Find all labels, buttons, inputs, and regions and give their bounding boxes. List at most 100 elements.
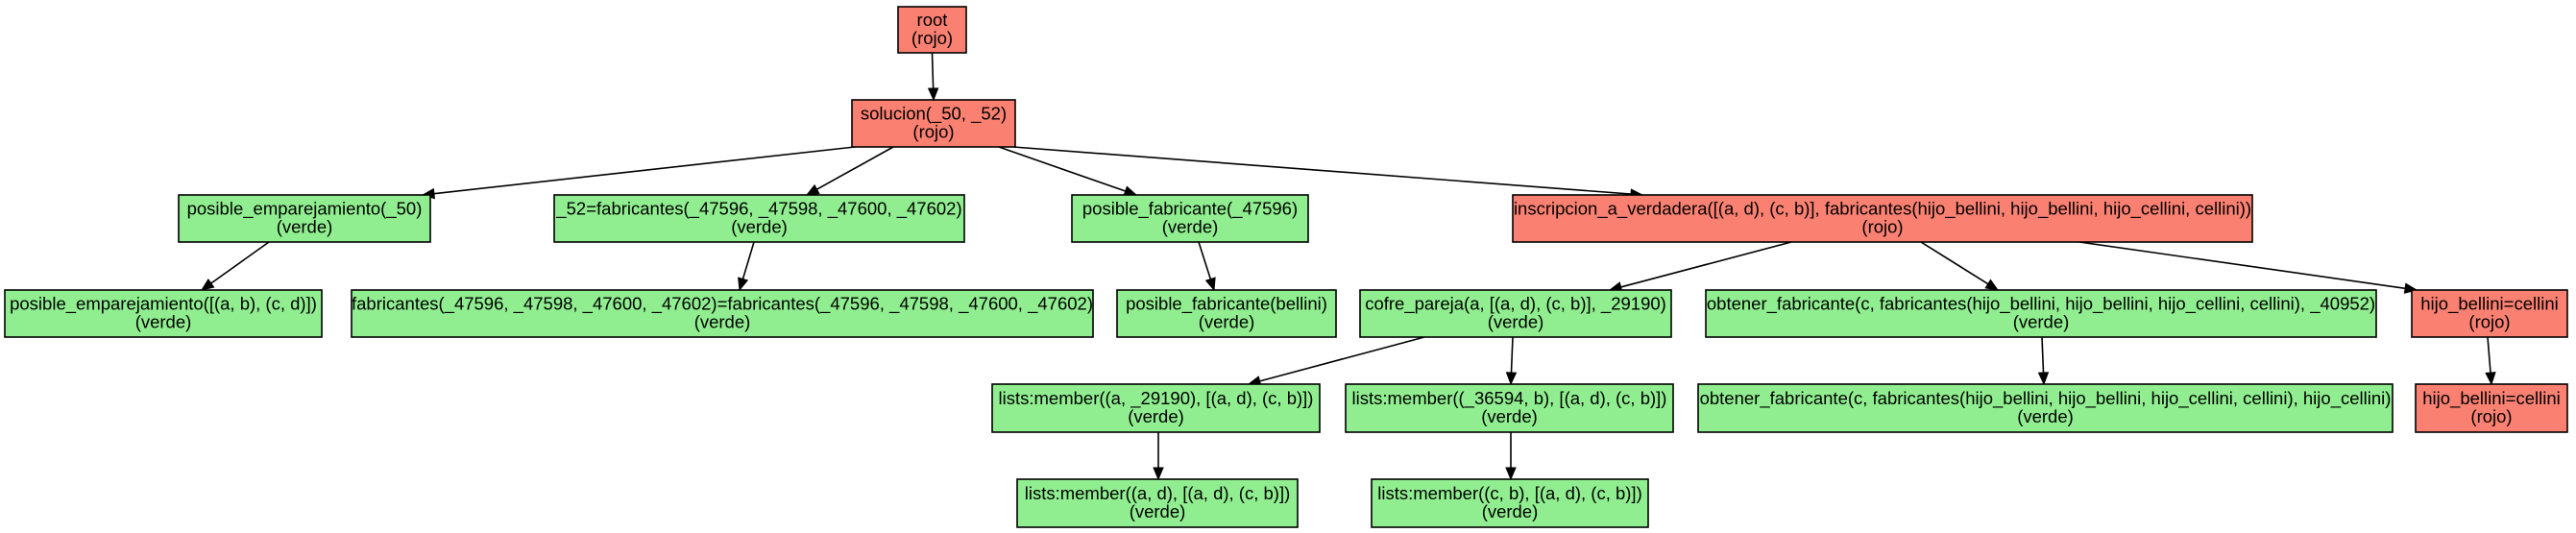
arrowhead-solucion-to-fab52 — [805, 183, 820, 196]
node-box — [1697, 383, 2394, 433]
node-label: posible_fabricante(bellini) — [1126, 294, 1327, 315]
node-status: (verde) — [1488, 312, 1544, 332]
node-box — [1512, 194, 2253, 243]
node-hb1: hijo_bellini=cellini(rojo) — [2411, 289, 2568, 338]
node-box — [2411, 289, 2568, 338]
node-box — [1345, 383, 1674, 433]
node-mem2b: lists:member((c, b), [(a, d), (c, b)])(v… — [1371, 478, 1649, 528]
node-label: root — [917, 10, 948, 30]
edge-solucion-to-insc — [1012, 146, 1632, 195]
node-cofre: cofre_pareja(a, [(a, d), (c, b)], _29190… — [1359, 289, 1672, 338]
node-box — [1705, 289, 2377, 338]
edge-insc-to-cofre — [1620, 241, 1792, 288]
node-status: (verde) — [694, 312, 751, 332]
node-box — [897, 6, 967, 54]
node-label: posible_emparejamiento([(a, b), (c, d)]) — [10, 294, 317, 315]
node-box — [2415, 383, 2568, 433]
edge-pe50-to-pe_list — [210, 241, 270, 284]
node-status: (verde) — [2013, 312, 2070, 332]
node-label: cofre_pareja(a, [(a, d), (c, b)], _29190… — [1365, 294, 1666, 315]
arrowhead-fab52-to-fab_eq — [738, 277, 749, 292]
arrowhead-pe50-to-pe_list — [200, 279, 215, 291]
node-status: (verde) — [135, 312, 192, 332]
node-hb2: hijo_bellini=cellini(rojo) — [2415, 383, 2568, 433]
node-box — [991, 383, 1321, 433]
node-status: (verde) — [1481, 406, 1538, 426]
node-box — [851, 99, 1016, 148]
node-status: (verde) — [1199, 312, 1255, 332]
arrowhead-mem2-to-mem2b — [1505, 467, 1517, 481]
node-box — [1016, 478, 1299, 528]
nodes-layer: root(rojo)solucion(_50, _52)(rojo)posibl… — [4, 6, 2568, 528]
edge-cofre-to-mem2 — [1510, 336, 1514, 374]
arrowhead-mem1-to-mem1b — [1153, 467, 1164, 481]
node-fab52: _52=fabricantes(_47596, _47598, _47600, … — [553, 194, 965, 243]
node-label: _52=fabricantes(_47596, _47598, _47600, … — [555, 199, 961, 220]
node-status: (verde) — [1162, 217, 1219, 237]
node-fab_eq: fabricantes(_47596, _47598, _47600, _476… — [351, 289, 1094, 338]
edge-pf-to-pf_bellini — [1198, 241, 1212, 279]
arrowhead-obt1-to-obt2 — [2037, 372, 2050, 386]
edge-fab52-to-fab_eq — [741, 241, 755, 279]
node-status: (verde) — [2017, 406, 2074, 426]
edge-solucion-to-fab52 — [816, 146, 894, 190]
node-mem2: lists:member((_36594, b), [(a, d), (c, b… — [1345, 383, 1674, 433]
node-label: obtener_fabricante(c, fabricantes(hijo_b… — [1700, 388, 2392, 409]
node-label: lists:member((c, b), [(a, d), (c, b)]) — [1377, 483, 1641, 503]
edge-insc-to-hb1 — [2078, 241, 2406, 290]
node-pe50: posible_emparejamiento(_50)(verde) — [178, 194, 431, 243]
arrowhead-root-to-solucion — [927, 87, 939, 102]
node-label: posible_fabricante(_47596) — [1082, 199, 1298, 220]
node-pe_list: posible_emparejamiento([(a, b), (c, d)])… — [4, 289, 323, 338]
node-status: (rojo) — [2468, 312, 2510, 332]
node-label: solucion(_50, _52) — [861, 104, 1007, 125]
edge-solucion-to-pe50 — [433, 146, 856, 195]
node-obt2: obtener_fabricante(c, fabricantes(hijo_b… — [1697, 383, 2394, 433]
node-insc: inscripcion_a_verdadera([(a, d), (c, b)]… — [1512, 194, 2253, 243]
node-box — [553, 194, 965, 243]
edge-solucion-to-pf — [998, 146, 1126, 192]
arrowhead-insc-to-obt1 — [1984, 279, 2000, 291]
node-status: (rojo) — [2470, 406, 2512, 426]
node-status: (verde) — [1128, 406, 1184, 426]
node-status: (rojo) — [911, 28, 953, 48]
node-pf: posible_fabricante(_47596)(verde) — [1071, 194, 1309, 243]
node-status: (rojo) — [1861, 217, 1903, 237]
node-box — [1071, 194, 1309, 243]
arrowhead-hb1-to-hb2 — [2485, 372, 2496, 386]
edge-hb1-to-hb2 — [2487, 336, 2491, 374]
node-box — [178, 194, 431, 243]
node-status: (verde) — [1482, 501, 1539, 521]
node-label: lists:member((_36594, b), [(a, d), (c, b… — [1352, 388, 1667, 409]
node-box — [1116, 289, 1337, 338]
node-box — [4, 289, 323, 338]
node-status: (verde) — [731, 217, 788, 237]
node-solucion: solucion(_50, _52)(rojo) — [851, 99, 1016, 148]
node-label: fabricantes(_47596, _47598, _47600, _476… — [352, 294, 1093, 315]
edge-insc-to-obt1 — [1920, 241, 1989, 285]
node-label: lists:member((a, d), [(a, d), (c, b)]) — [1025, 483, 1291, 503]
node-box — [1359, 289, 1672, 338]
node-status: (rojo) — [912, 122, 954, 142]
node-label: inscripcion_a_verdadera([(a, d), (c, b)]… — [1514, 199, 2251, 220]
node-obt1: obtener_fabricante(c, fabricantes(hijo_b… — [1705, 289, 2377, 338]
node-label: posible_emparejamiento(_50) — [187, 199, 423, 220]
node-box — [351, 289, 1094, 338]
node-root: root(rojo) — [897, 6, 967, 54]
arrowhead-cofre-to-mem2 — [1505, 372, 1518, 386]
node-status: (verde) — [1130, 501, 1186, 521]
node-mem1: lists:member((a, _29190), [(a, d), (c, b… — [991, 383, 1321, 433]
node-label: hijo_bellini=cellini — [2422, 388, 2560, 409]
node-mem1b: lists:member((a, d), [(a, d), (c, b)])(v… — [1016, 478, 1299, 528]
edge-obt1-to-obt2 — [2041, 336, 2045, 374]
node-pf_bellini: posible_fabricante(bellini)(verde) — [1116, 289, 1337, 338]
node-box — [1371, 478, 1649, 528]
edge-cofre-to-mem1 — [1259, 336, 1425, 382]
node-label: hijo_bellini=cellini — [2420, 294, 2558, 315]
node-status: (verde) — [277, 217, 333, 237]
node-label: obtener_fabricante(c, fabricantes(hijo_b… — [1707, 294, 2375, 315]
node-label: lists:member((a, _29190), [(a, d), (c, b… — [999, 388, 1314, 409]
edges-layer — [200, 52, 2496, 481]
arrowhead-pf-to-pf_bellini — [1204, 277, 1216, 292]
